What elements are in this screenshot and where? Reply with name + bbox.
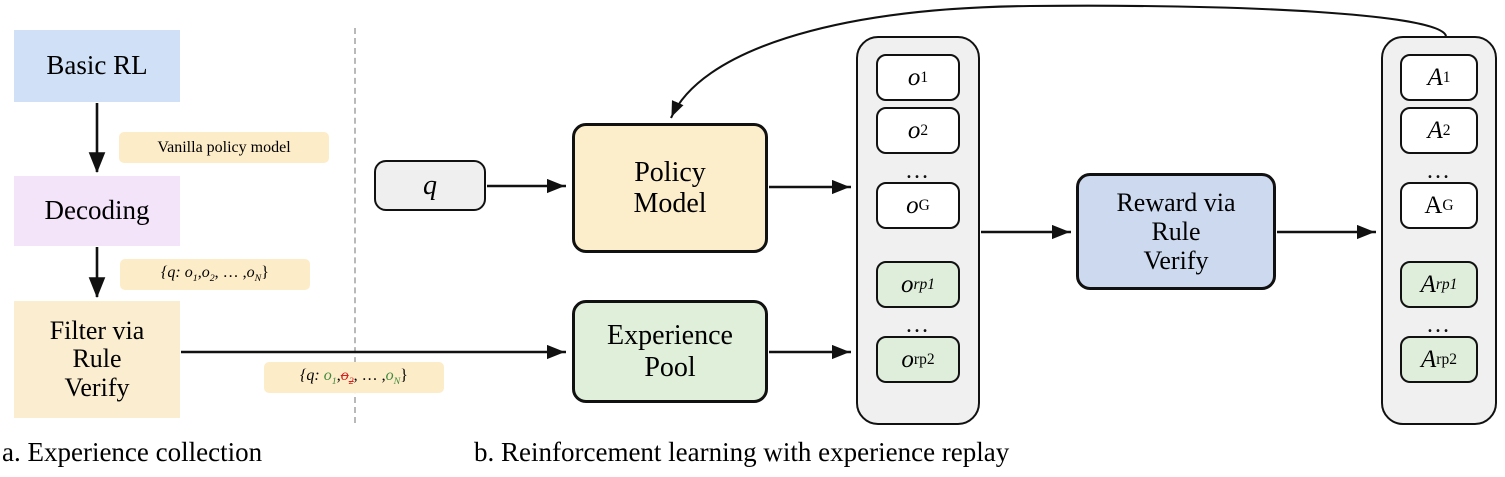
set-full-mid: , … , [214, 264, 247, 282]
output-column-item-base: o [900, 270, 914, 298]
filtered-o2-struck: o [340, 367, 349, 385]
output-column-item-sub: rp1 [913, 275, 936, 293]
advantage-column-ellipsis: … [1426, 157, 1452, 184]
advantage-column-item-base: A [1427, 63, 1443, 91]
output-column-ellipsis: … [905, 311, 931, 338]
set-full-o1: o [184, 264, 193, 282]
advantage-column-item-sub: 1 [1442, 68, 1451, 86]
annotation-filtered-sample-set: {q: o1,o2, … ,oN} [264, 362, 444, 393]
node-reward-rule-verify: Reward via Rule Verify [1076, 173, 1276, 290]
set-full-o2-sub: 2 [209, 273, 215, 285]
node-query-label: q [423, 169, 437, 201]
panel-divider [354, 28, 356, 423]
node-experience-pool-line-1: Experience [607, 320, 733, 352]
advantage-column-item-base: A [1421, 345, 1437, 373]
arrow-feedback-advantage-to-policy-model [670, 4, 1448, 119]
advantage-column-ellipsis: … [1426, 311, 1452, 338]
output-column-item-base: o [901, 345, 914, 373]
annotation-vanilla-text: Vanilla policy model [157, 138, 291, 156]
filtered-suffix: } [400, 367, 408, 385]
output-column-item-base: o [906, 191, 919, 219]
filtered-o2-struck-sub: 2 [348, 376, 354, 388]
output-column-item-base: o [907, 63, 921, 91]
advantage-column-item-base: A [1427, 116, 1443, 144]
filtered-o1: o [323, 367, 332, 385]
set-full-suffix: } [261, 264, 269, 282]
advantage-column-item-sub: 2 [1442, 121, 1451, 139]
node-query: q [374, 160, 486, 211]
caption-panel-b: b. Reinforcement learning with experienc… [474, 437, 1010, 467]
set-full-prefix: {q: [161, 264, 185, 282]
node-filter-line-2: Rule [72, 344, 122, 374]
caption-panel-a: a. Experience collection [2, 437, 263, 467]
output-column-item-sub: G [918, 196, 930, 214]
node-filter-rule-verify: Filter via Rule Verify [14, 301, 180, 418]
filtered-o1-sub: 1 [331, 376, 337, 388]
annotation-vanilla-policy-model: Vanilla policy model [119, 132, 329, 163]
filtered-oN: o [385, 367, 394, 385]
node-decoding: Decoding [14, 176, 180, 246]
annotation-filtered-sample-math: {q: o1,o2, … ,oN} [300, 367, 408, 388]
advantage-column-item-base: A [1420, 270, 1436, 298]
annotation-full-sample-math: {q: o1,o2, … ,oN} [161, 264, 269, 285]
filtered-prefix: {q: [300, 367, 324, 385]
advantage-column-item-sub: G [1442, 196, 1454, 214]
advantage-column-item-sub: rp1 [1435, 275, 1458, 293]
output-column-item-sub: 1 [920, 68, 929, 86]
advantage-column-item-base: A [1424, 191, 1443, 219]
node-basic-rl-label: Basic RL [46, 50, 148, 81]
node-experience-pool: Experience Pool [572, 300, 768, 403]
output-column-item-base: o [907, 116, 921, 144]
output-column-ellipsis: … [905, 157, 931, 184]
set-full-o1-sub: 1 [192, 273, 198, 285]
set-full-o2: o [201, 264, 210, 282]
output-column-item-sub: 2 [920, 121, 929, 139]
set-full-oN: o [246, 264, 255, 282]
set-full-oN-sub: N [254, 273, 262, 285]
output-column-item-sub: rp2 [913, 350, 935, 368]
node-policy-model: Policy Model [572, 123, 768, 253]
node-basic-rl: Basic RL [14, 30, 180, 102]
advantage-column-item-sub: rp2 [1436, 350, 1457, 368]
node-policy-model-line-2: Model [633, 188, 707, 219]
filtered-mid: , … , [353, 367, 386, 385]
node-experience-pool-line-2: Pool [644, 351, 696, 383]
node-policy-model-line-1: Policy [634, 156, 706, 188]
node-decoding-label: Decoding [44, 195, 150, 226]
node-filter-line-3: Verify [64, 372, 130, 402]
annotation-full-sample-set: {q: o1,o2, … ,oN} [120, 259, 310, 290]
node-reward-line-1: Reward via [1116, 187, 1236, 217]
node-reward-line-2: Rule [1151, 216, 1201, 246]
node-filter-line-1: Filter via [49, 316, 145, 346]
filtered-oN-sub: N [393, 376, 401, 388]
node-reward-line-3: Verify [1143, 246, 1209, 276]
